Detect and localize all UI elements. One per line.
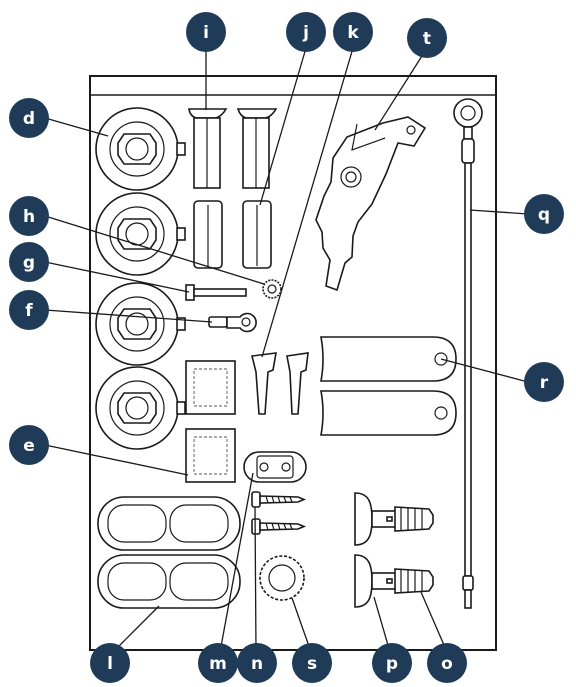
callout-l: l xyxy=(90,643,130,683)
cable-clip-m xyxy=(244,452,306,482)
callout-r-label: r xyxy=(540,373,549,393)
callout-n-label: n xyxy=(251,654,263,674)
callout-q: q xyxy=(524,194,564,234)
callout-d-label: d xyxy=(23,109,35,129)
callout-f-label: f xyxy=(25,301,33,321)
callout-g-label: g xyxy=(23,253,35,273)
callout-h: h xyxy=(9,196,49,236)
callout-i-label: i xyxy=(203,23,209,43)
callout-n: n xyxy=(237,643,277,683)
callout-i: i xyxy=(186,12,226,52)
toothed-washer-s xyxy=(260,556,304,600)
callout-e-label: e xyxy=(23,436,35,456)
toothed-washer-h xyxy=(263,280,281,298)
callout-f: f xyxy=(9,290,49,330)
callout-s-label: s xyxy=(307,654,317,674)
callout-k-label: k xyxy=(347,23,359,43)
callout-m-label: m xyxy=(209,654,227,674)
callout-k: k xyxy=(333,12,373,52)
callout-m: m xyxy=(198,643,238,683)
callout-g: g xyxy=(9,242,49,282)
callout-p-label: p xyxy=(386,654,398,674)
callout-r: r xyxy=(524,362,564,402)
callout-q-label: q xyxy=(538,205,550,225)
callout-p: p xyxy=(372,643,412,683)
callout-e: e xyxy=(9,425,49,465)
callout-s: s xyxy=(292,643,332,683)
callout-o-label: o xyxy=(441,654,453,674)
callout-l-label: l xyxy=(107,654,113,674)
callout-o: o xyxy=(427,643,467,683)
callout-d: d xyxy=(9,98,49,138)
callout-t: t xyxy=(407,18,447,58)
callout-j: j xyxy=(286,12,326,52)
callout-h-label: h xyxy=(23,207,35,227)
callout-t-label: t xyxy=(423,29,431,49)
callout-j-label: j xyxy=(302,23,309,43)
